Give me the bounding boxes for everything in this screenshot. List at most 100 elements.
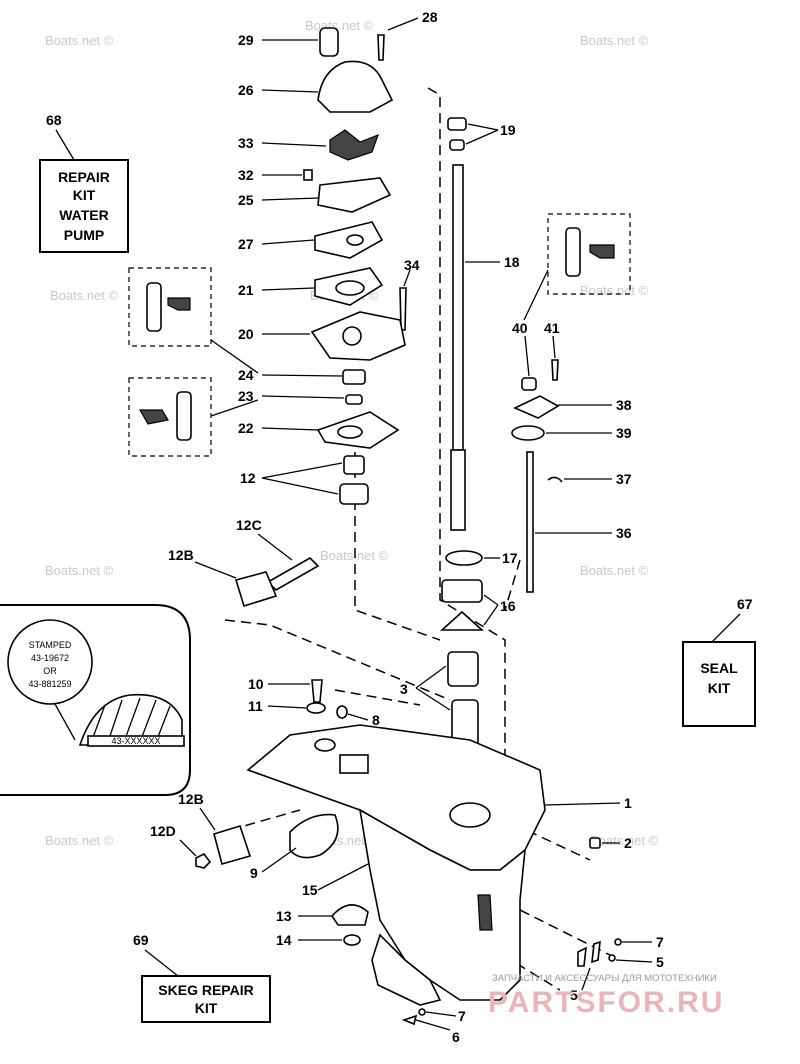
- branding-logo: PARTSFOR.RU: [488, 986, 724, 1019]
- callout-8: 8: [372, 712, 380, 728]
- callout-32: 32: [238, 167, 254, 183]
- anode-13: [330, 904, 369, 926]
- washer-11: [306, 702, 326, 714]
- callout-40: 40: [512, 320, 528, 336]
- callout-5a: 5: [656, 954, 664, 970]
- callout-25: 25: [238, 192, 254, 208]
- screw-12c: [266, 557, 320, 591]
- callout-13: 13: [276, 908, 292, 924]
- callout-33: 33: [238, 135, 254, 151]
- watermark: Boats.net ©: [45, 33, 114, 48]
- leader-line: [55, 129, 75, 161]
- callout-5b: 5: [570, 987, 578, 1003]
- anode-12b-lower: [213, 825, 252, 865]
- watermark: Boats.net ©: [590, 833, 659, 848]
- callout-14: 14: [276, 932, 292, 948]
- pump-housing-26: [317, 60, 394, 113]
- sleeve-29: [319, 27, 339, 57]
- gear-3a: [447, 651, 479, 687]
- bushing-19a: [447, 117, 467, 131]
- kit-skeg[interactable]: 69 SKEG REPAIR KIT: [133, 932, 271, 1023]
- kit-line: REPAIR: [58, 169, 110, 185]
- callout-15: 15: [302, 882, 318, 898]
- bearing-inset-23: [128, 377, 259, 457]
- callout-18: 18: [504, 254, 520, 270]
- drive-shaft-parts: [415, 117, 500, 751]
- stamp-line: OR: [43, 666, 57, 676]
- callout-12d: 12D: [150, 823, 176, 839]
- callout-41: 41: [544, 320, 560, 336]
- watermark: Boats.net ©: [305, 18, 374, 33]
- callout-24: 24: [238, 367, 254, 383]
- callout-19: 19: [500, 122, 516, 138]
- callout-34: 34: [404, 257, 420, 273]
- kit-number-68: 68: [46, 112, 62, 128]
- kit-box: [682, 641, 756, 727]
- callout-27: 27: [238, 236, 254, 252]
- watermark: Boats.net ©: [45, 563, 114, 578]
- callout-12b: 12B: [168, 547, 194, 563]
- gear-stamp-text: 43-XXXXXX: [111, 736, 160, 746]
- bushing-19b: [449, 139, 465, 151]
- kit-line: WATER: [59, 207, 109, 223]
- washer-8: [336, 705, 348, 719]
- trim-parts: [179, 533, 385, 946]
- callout-12b-lower: 12B: [178, 791, 204, 807]
- watermarks: Boats.net © Boats.net © Boats.net © Boat…: [45, 18, 659, 848]
- bushing-38: [513, 395, 560, 419]
- anode-12b: [234, 571, 278, 608]
- watermark: Boats.net ©: [580, 563, 649, 578]
- stamp-line: 43-19672: [31, 653, 69, 663]
- callout-23: 23: [238, 388, 254, 404]
- stamp-circle: [7, 619, 93, 705]
- callout-7b: 7: [458, 1008, 466, 1024]
- callout-12: 12: [240, 470, 256, 486]
- callout-21: 21: [238, 282, 254, 298]
- pinion-gear-icon: [78, 693, 183, 746]
- callout-12c: 12C: [236, 517, 262, 533]
- kit-line: KIT: [73, 187, 96, 203]
- partsfor-branding: ЗАПЧАСТИ И АКСЕССУАРЫ ДЛЯ МОТОТЕХНИКИ PA…: [488, 973, 724, 1019]
- kit-line: PUMP: [64, 227, 104, 243]
- screw-41: [551, 359, 559, 381]
- callout-9: 9: [250, 865, 258, 881]
- nut-12d: [195, 852, 212, 869]
- callout-3: 3: [400, 681, 408, 697]
- callout-39: 39: [616, 425, 632, 441]
- watermark: Boats.net ©: [50, 288, 119, 303]
- stamp-line: 43-881259: [28, 679, 71, 689]
- screw-10: [311, 679, 323, 703]
- bearing-inset-40: [523, 213, 631, 321]
- callout-6: 6: [452, 1029, 460, 1045]
- gear-housing-1: [246, 724, 621, 1006]
- screw-34: [399, 287, 407, 331]
- seal-23: [345, 394, 363, 405]
- watermark: Boats.net ©: [580, 33, 649, 48]
- callout-11: 11: [248, 698, 263, 714]
- bearing-inset-24: [128, 267, 259, 374]
- impeller-33: [329, 129, 380, 161]
- kit-number-69: 69: [133, 932, 149, 948]
- drive-shaft-18: [452, 164, 464, 451]
- callout-17: 17: [502, 550, 518, 566]
- callout-29: 29: [238, 32, 254, 48]
- kit-water-pump[interactable]: 68 REPAIR KIT WATER PUMP: [39, 112, 129, 253]
- callout-36: 36: [616, 525, 632, 541]
- kit-line: KIT: [708, 680, 731, 696]
- stamp-line: STAMPED: [29, 640, 72, 650]
- fasteners: [401, 938, 653, 1031]
- leader-line: [711, 613, 741, 643]
- gear-stamp-inset: STAMPED 43-19672 OR 43-881259 43-XXXXXX: [0, 604, 191, 796]
- callout-7a: 7: [656, 934, 664, 950]
- key-32: [303, 169, 313, 181]
- kit-box: [141, 975, 271, 1023]
- shim-17: [445, 550, 483, 566]
- clip-37: [547, 476, 563, 483]
- bushing-12a: [343, 455, 365, 475]
- branding-tagline: ЗАПЧАСТИ И АКСЕССУАРЫ ДЛЯ МОТОТЕХНИКИ: [492, 973, 717, 984]
- bushing-12b: [339, 483, 369, 505]
- bearing-16a: [441, 579, 483, 603]
- kit-line: SEAL: [700, 660, 738, 676]
- callout-10: 10: [248, 676, 264, 692]
- kit-seal[interactable]: 67 SEAL KIT: [682, 596, 756, 727]
